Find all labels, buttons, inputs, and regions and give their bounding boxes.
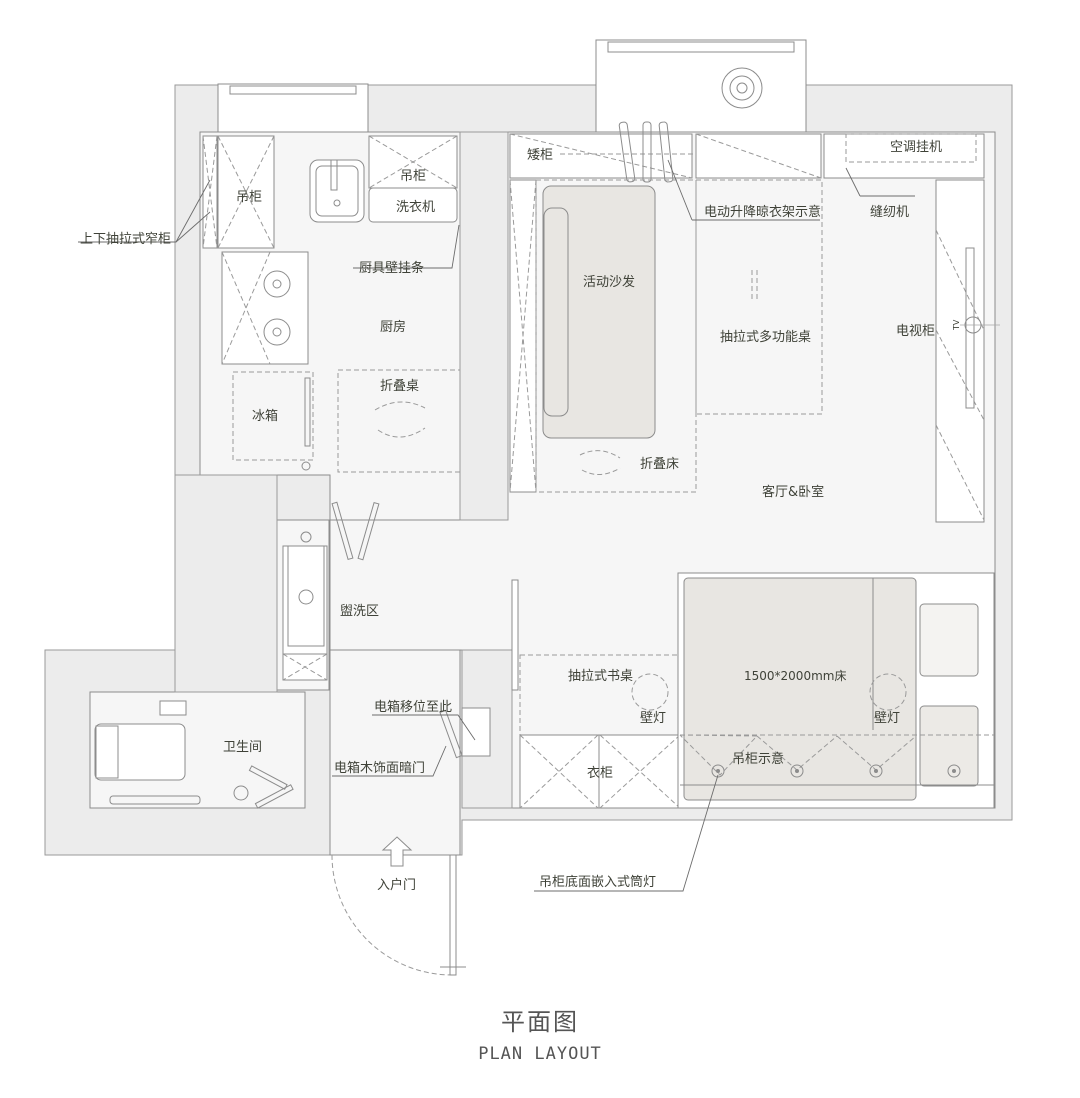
wall-lamp-right	[869, 673, 907, 711]
label-wall-lamp-right: 壁灯	[874, 711, 900, 726]
burner-icon	[263, 270, 291, 298]
bed	[683, 577, 917, 801]
folding-table	[337, 369, 461, 473]
label-pullout-multifunction-table: 抽拉式多功能桌	[720, 329, 811, 345]
label-folding-bed: 折叠床	[640, 457, 679, 472]
label-ac-unit: 空调挂机	[890, 140, 942, 155]
plant-icon	[721, 67, 763, 109]
burner-icon	[263, 318, 291, 346]
pullout-multifunction-table	[695, 179, 823, 415]
fridge	[232, 371, 314, 461]
plan-title-cn: 平面图	[501, 1008, 579, 1036]
entrance-door-swing	[331, 854, 453, 976]
bathtub	[94, 723, 186, 781]
wash-basin	[282, 545, 328, 655]
label-recessed-downlight: 吊柜底面嵌入式筒灯	[539, 874, 656, 890]
label-electric-box-hidden-door: 电箱木饰面暗门	[334, 760, 425, 776]
drain-icon	[298, 589, 314, 605]
balcony	[595, 39, 807, 133]
label-pullout-narrow-cabinet: 上下抽拉式窄柜	[80, 231, 171, 247]
entrance-door	[449, 854, 457, 976]
stove-counter	[221, 251, 309, 365]
label-washing-area: 盥洗区	[340, 604, 379, 619]
pillow	[919, 603, 979, 677]
downlight-icon	[947, 764, 961, 778]
label-living-bedroom: 客厅&卧室	[762, 484, 824, 500]
label-low-cabinet: 矮柜	[527, 148, 553, 163]
label-hanging-cabinet-top: 吊柜	[400, 169, 426, 184]
downlight-icon	[711, 764, 725, 778]
label-kitchen: 厨房	[380, 319, 406, 335]
drying-rack	[618, 121, 636, 183]
label-hanging-cabinet-note: 吊柜示意	[732, 751, 784, 767]
label-fridge: 冰箱	[252, 408, 278, 424]
bifold-door	[331, 501, 380, 561]
label-kitchen-rail: 厨具壁挂条	[359, 260, 424, 276]
label-hanging-cabinet-left: 吊柜	[236, 190, 262, 205]
washing-machine	[368, 187, 458, 223]
shower-icon	[233, 785, 249, 801]
label-entrance-door: 入户门	[377, 877, 416, 893]
downlight-icon	[869, 764, 883, 778]
label-sewing-machine: 缝纫机	[870, 205, 909, 220]
label-wall-lamp-left: 壁灯	[640, 711, 666, 726]
label-electric-drying-rack: 电动升降晾衣架示意	[704, 204, 821, 220]
tv-mark: TV	[952, 319, 961, 331]
downlight-icon	[790, 764, 804, 778]
label-movable-sofa: 活动沙发	[583, 274, 635, 290]
towel-shelf	[159, 700, 187, 716]
wall-lamp-left	[631, 673, 669, 711]
tv-cabinet	[935, 179, 985, 523]
label-tv-cabinet: 电视柜	[896, 324, 935, 339]
label-washing-machine: 洗衣机	[396, 199, 435, 215]
bathroom-bifold-door	[248, 765, 294, 809]
entrance-arrow-icon	[381, 836, 413, 867]
label-pullout-desk: 抽拉式书桌	[568, 669, 633, 684]
label-folding-table: 折叠桌	[380, 379, 419, 394]
label-electric-box-moved: 电箱移位至此	[374, 699, 452, 715]
label-bathroom: 卫生间	[223, 740, 262, 755]
entrance-corridor	[329, 649, 461, 856]
wardrobe	[519, 734, 681, 809]
movable-sofa	[542, 185, 656, 439]
plan-title-en: PLAN LAYOUT	[478, 1044, 602, 1064]
label-wardrobe: 衣柜	[587, 765, 613, 781]
label-bed: 1500*2000mm床	[744, 669, 846, 683]
electric-box	[461, 707, 491, 757]
pillow	[919, 705, 979, 787]
kitchen-window	[217, 83, 369, 133]
